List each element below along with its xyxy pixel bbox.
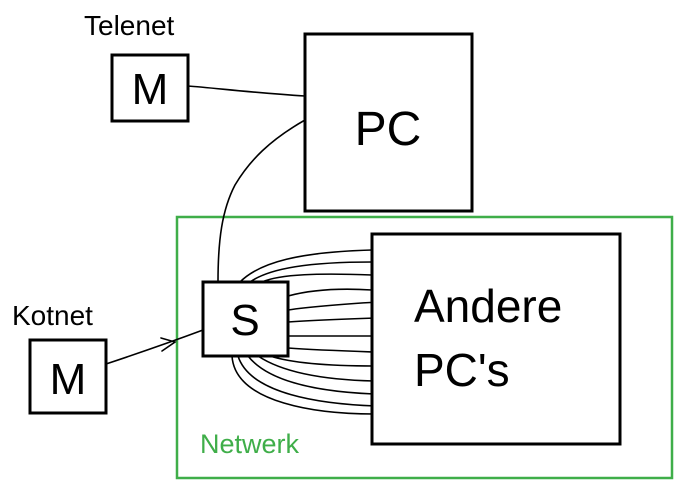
kotnet-modem-label: M <box>50 355 87 404</box>
wire-bundle-top <box>239 249 379 323</box>
wire-bundle-bottom <box>231 335 377 415</box>
telenet-modem-box <box>110 53 190 123</box>
telenet-modem-label: M <box>132 65 169 114</box>
wire-kotnet-modem-to-switch <box>105 329 204 365</box>
telenet-label: Telenet <box>84 10 175 41</box>
switch-label: S <box>230 296 259 345</box>
network-zone <box>175 215 674 480</box>
other-pcs-label-line1: Andere <box>414 280 562 332</box>
other-pcs-label-line2: PC's <box>414 344 510 396</box>
kotnet-modem-box <box>28 338 108 415</box>
pc-label: PC <box>355 103 422 156</box>
network-label: Netwerk <box>200 429 300 459</box>
wire-telenet-modem-to-pc <box>187 85 306 97</box>
switch-box <box>201 280 290 358</box>
wire-pc-to-switch <box>217 119 306 283</box>
kotnet-label: Kotnet <box>12 300 93 331</box>
arrowhead <box>160 337 177 352</box>
other-pcs-box <box>370 232 622 446</box>
pc-box <box>303 32 474 213</box>
